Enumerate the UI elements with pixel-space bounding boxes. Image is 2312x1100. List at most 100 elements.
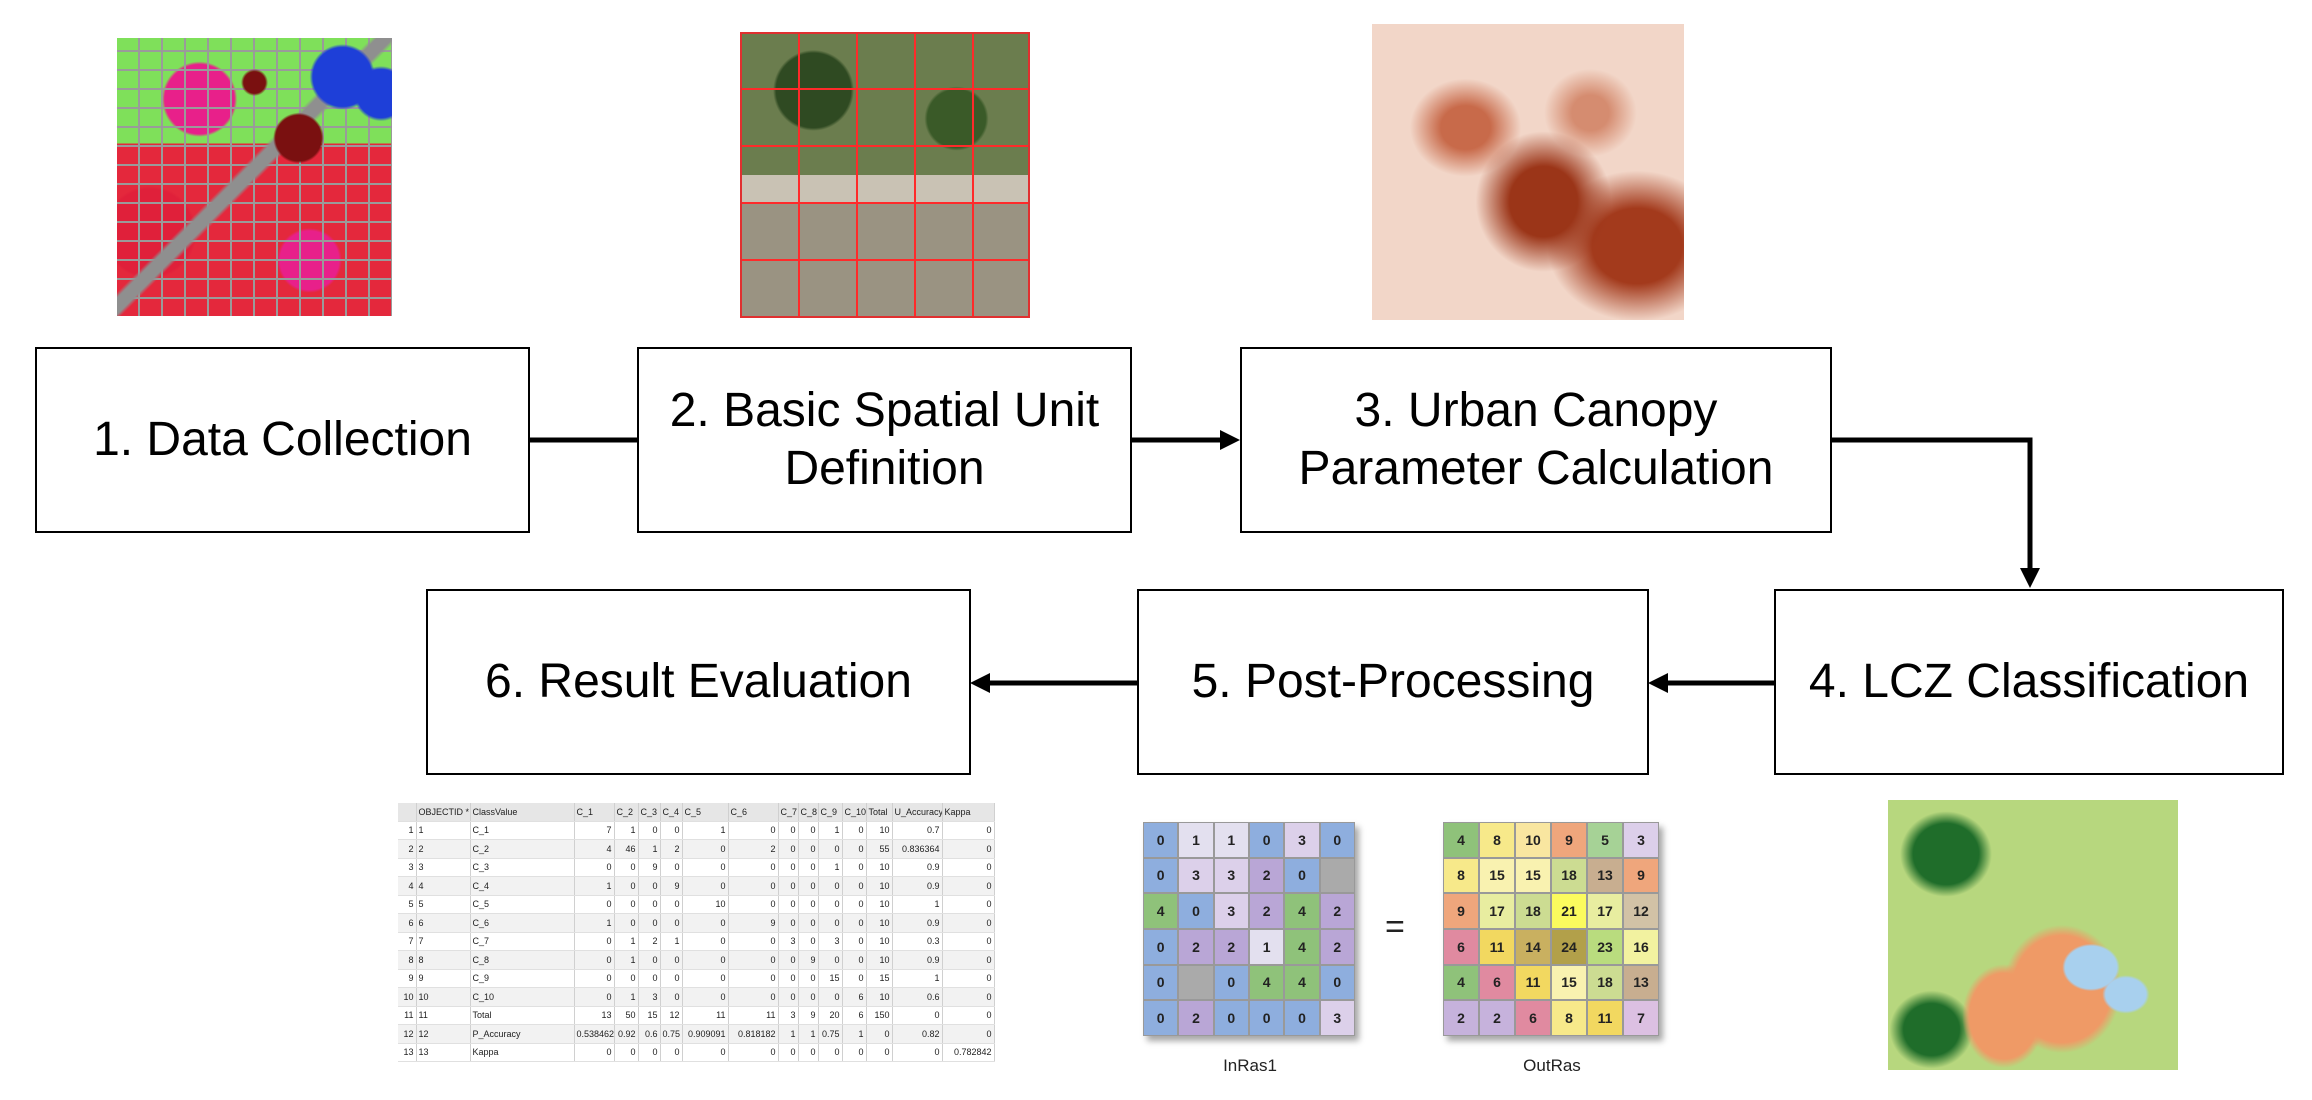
- aerial-grid-image: [740, 32, 1030, 318]
- table-cell: 0: [778, 895, 799, 914]
- outras-cell: 11: [1587, 1000, 1623, 1036]
- inras-cell: 1: [1213, 822, 1249, 858]
- table-cell: 0: [728, 987, 779, 1007]
- table-cell: 13: [416, 1043, 471, 1062]
- table-cell: 0: [942, 1024, 995, 1044]
- table-cell: 0: [818, 876, 843, 896]
- table-cell: 11: [398, 1006, 417, 1025]
- table-cell: 0: [818, 913, 843, 933]
- table-cell: 10: [866, 913, 893, 933]
- inras-cell: [1178, 964, 1214, 1001]
- step-data-collection: 1. Data Collection: [35, 347, 530, 533]
- inras-cell: 1: [1248, 929, 1285, 965]
- outras-cell: 6: [1479, 964, 1515, 1001]
- table-cell: 0.9: [892, 913, 943, 933]
- table-cell: 0: [574, 895, 615, 914]
- table-cell: 0: [778, 858, 799, 877]
- table-cell: 6: [398, 913, 417, 933]
- inras-cell: 4: [1284, 929, 1320, 965]
- table-cell: 10: [866, 876, 893, 896]
- table-cell: 0.9: [892, 876, 943, 896]
- table-cell: C_6: [470, 913, 575, 933]
- outras-cell: 18: [1551, 857, 1587, 894]
- table-cell: 0.82: [892, 1024, 943, 1044]
- table-cell: 3: [778, 1006, 799, 1025]
- table-cell: C_2: [470, 839, 575, 859]
- table-cell: 0: [778, 821, 799, 840]
- table-cell: C_10: [470, 987, 575, 1007]
- inras-cell: 2: [1213, 929, 1249, 965]
- table-cell: 0: [682, 932, 729, 951]
- inras-cell: 0: [1284, 1000, 1320, 1036]
- table-cell: 0: [614, 895, 639, 914]
- table-cell: 1: [682, 821, 729, 840]
- table-cell: 0: [660, 858, 683, 877]
- table-cell: 3: [398, 858, 417, 877]
- inras-cell: 3: [1284, 822, 1320, 858]
- table-cell: 11: [416, 1006, 471, 1025]
- table-cell: 0: [818, 1043, 843, 1062]
- outras-cell: 11: [1479, 929, 1515, 965]
- urban-canopy-map-image: [1372, 24, 1684, 320]
- table-cell: 0.782842: [942, 1043, 995, 1062]
- inras-cell: 0: [1178, 893, 1214, 929]
- inras-cell: 2: [1248, 857, 1285, 894]
- table-cell: 11: [682, 1006, 729, 1025]
- outras-cell: 13: [1587, 857, 1623, 894]
- table-cell: 10: [866, 895, 893, 914]
- step-urban-canopy-parameter: 3. Urban Canopy Parameter Calculation: [1240, 347, 1832, 533]
- table-cell: 0: [798, 895, 819, 914]
- table-cell: 10: [866, 821, 893, 840]
- table-cell: 0: [798, 821, 819, 840]
- table-cell: 0: [778, 839, 799, 859]
- inras-cell: 2: [1319, 929, 1355, 965]
- inras-cell: 0: [1213, 964, 1249, 1001]
- outras-cell: 18: [1515, 893, 1551, 929]
- table-cell: 2: [660, 839, 683, 859]
- table-cell: 10: [866, 932, 893, 951]
- table-cell: 0: [682, 913, 729, 933]
- table-cell: 0: [942, 839, 995, 859]
- outras-cell: 12: [1623, 893, 1659, 929]
- step-result-evaluation: 6. Result Evaluation: [426, 589, 971, 775]
- outras-cell: 8: [1443, 857, 1479, 894]
- inras-cell: 4: [1284, 964, 1320, 1001]
- inras-cell: 3: [1213, 857, 1249, 894]
- table-cell: 7: [574, 821, 615, 840]
- table-cell: 0: [660, 913, 683, 933]
- table-cell: 0: [682, 969, 729, 988]
- table-cell: 3: [416, 858, 471, 877]
- table-cell: 0: [842, 932, 867, 951]
- table-cell: 5: [398, 895, 417, 914]
- table-cell: C_7: [470, 932, 575, 951]
- outras-cell: 9: [1551, 822, 1587, 858]
- table-cell: 4: [398, 876, 417, 896]
- table-cell: 0: [682, 950, 729, 970]
- table-cell: 8: [398, 950, 417, 970]
- outras-cell: 5: [1587, 822, 1623, 858]
- table-cell: 0: [866, 1024, 893, 1044]
- table-cell: 0: [682, 987, 729, 1007]
- table-cell: 0.6: [892, 987, 943, 1007]
- table-cell: 12: [416, 1024, 471, 1044]
- table-cell: 4: [416, 876, 471, 896]
- inras-cell: 0: [1248, 1000, 1285, 1036]
- table-cell: 0.3: [892, 932, 943, 951]
- table-cell: C_1: [470, 821, 575, 840]
- table-cell: 0: [728, 969, 779, 988]
- table-header-cell: C_3: [638, 803, 661, 822]
- table-cell: 20: [818, 1006, 843, 1025]
- lcz-map-image: [1888, 800, 2178, 1070]
- table-cell: 1: [818, 821, 843, 840]
- table-cell: 2: [398, 839, 417, 859]
- step-post-processing: 5. Post-Processing: [1137, 589, 1649, 775]
